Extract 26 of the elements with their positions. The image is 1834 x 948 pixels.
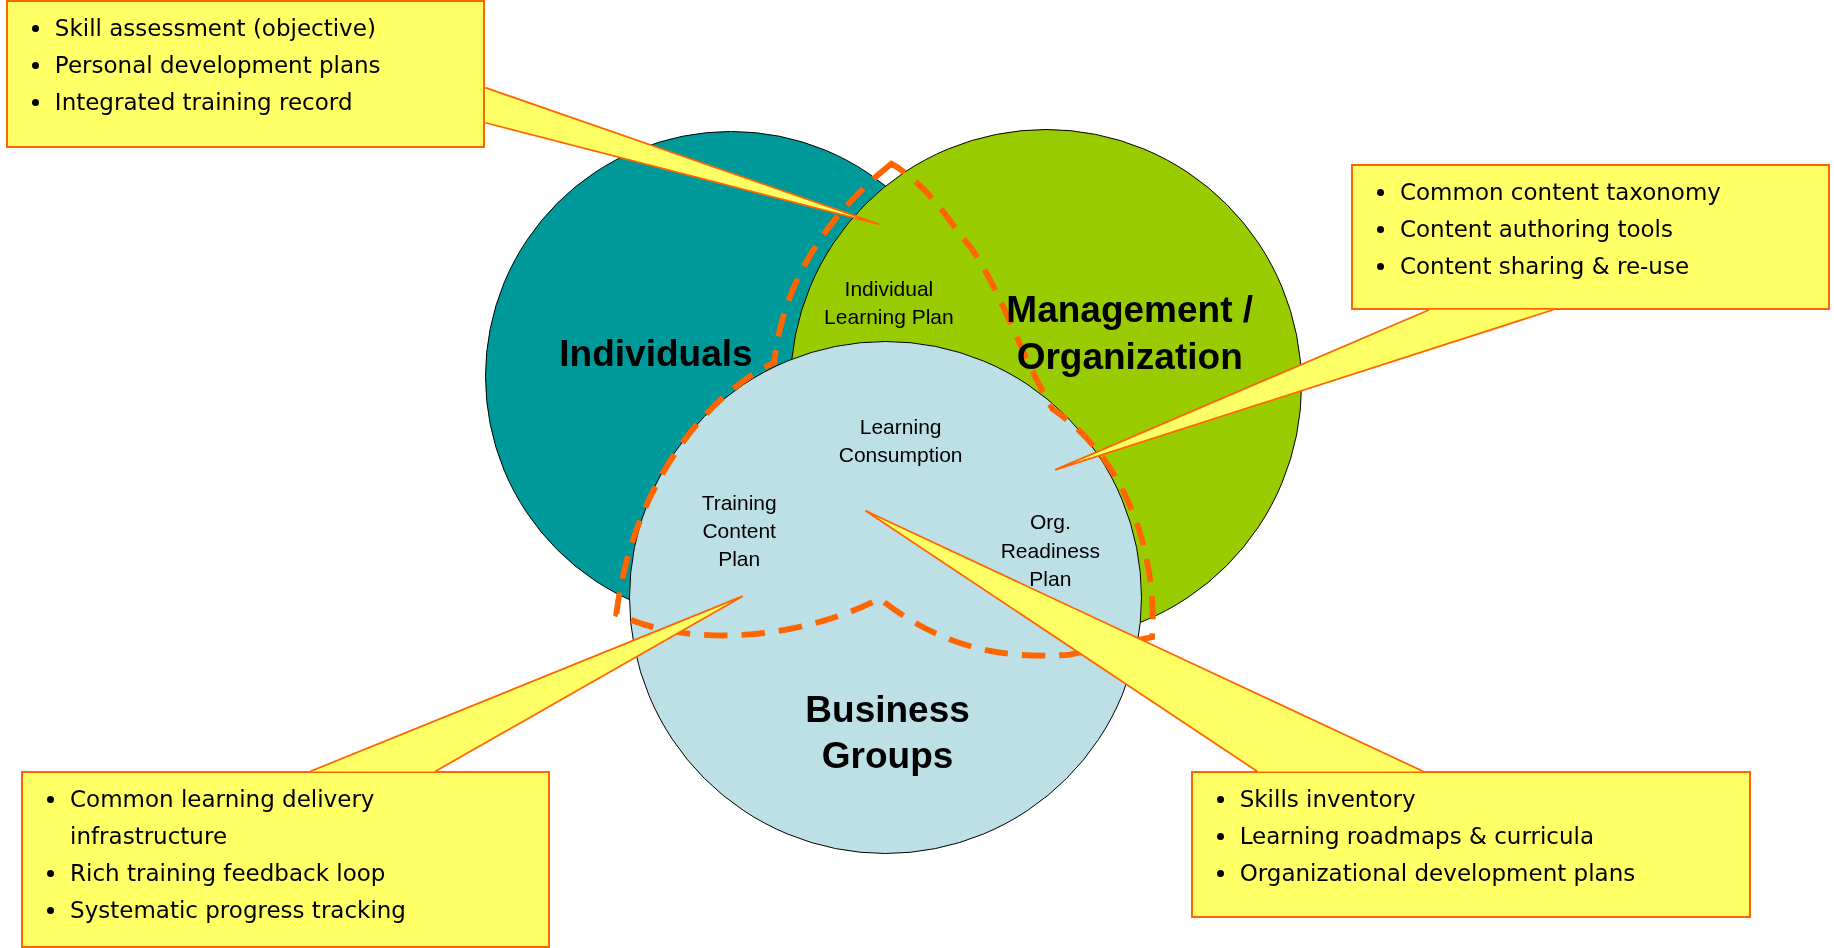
circle-title: Business Groups [804,688,971,779]
circle-title: Management / Organization [1005,288,1255,379]
callout-pointer [484,86,881,226]
callout-pointer [864,509,1425,773]
callout-box [1190,771,1751,918]
bullet-text: Organizational development plans [1239,859,1636,889]
bullet-text: Integrated training record [54,88,353,117]
bullet-text: Common content taxonomy [1399,177,1721,207]
bullet-text: Systematic progress tracking [70,896,406,926]
region-label: Training Content Plan [700,489,778,573]
region-label: Individual Learning Plan [823,275,955,331]
circle-title: Individuals [558,331,754,376]
region-label: Org. Readiness Plan [999,509,1101,593]
bullet-text: Personal development plans [54,51,381,80]
bullet-text: Content sharing & re-use [1399,251,1690,281]
bullet-text: Skills inventory [1239,785,1416,815]
bullet-text: Rich training feedback loop [70,859,386,889]
callout-pointer [1054,308,1555,471]
callout-box [5,0,486,149]
bullet-text: Learning roadmaps & curricula [1239,822,1595,852]
callout-box [21,771,550,948]
bullet-text: Common learning delivery infrastructure [70,785,376,852]
bullet-text: Content authoring tools [1399,214,1673,244]
region-label: Learning Consumption [837,413,964,468]
bullet-text: Skill assessment (objective) [54,14,376,43]
callout-box [1350,163,1831,310]
